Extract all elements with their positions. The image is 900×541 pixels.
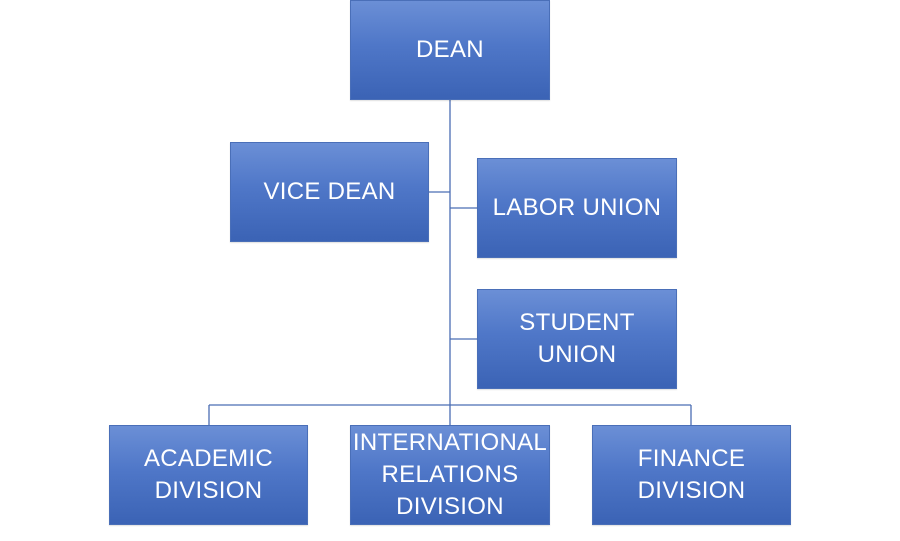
dean-node: DEAN xyxy=(350,0,550,100)
student-union-node: STUDENT UNION xyxy=(477,289,677,389)
labor-union-node: LABOR UNION xyxy=(477,158,677,258)
vice-dean-node: VICE DEAN xyxy=(230,142,429,242)
finance-division-node: FINANCE DIVISION xyxy=(592,425,791,525)
international-relations-division-node: INTERNATIONAL RELATIONS DIVISION xyxy=(350,425,550,525)
academic-division-node: ACADEMIC DIVISION xyxy=(109,425,308,525)
